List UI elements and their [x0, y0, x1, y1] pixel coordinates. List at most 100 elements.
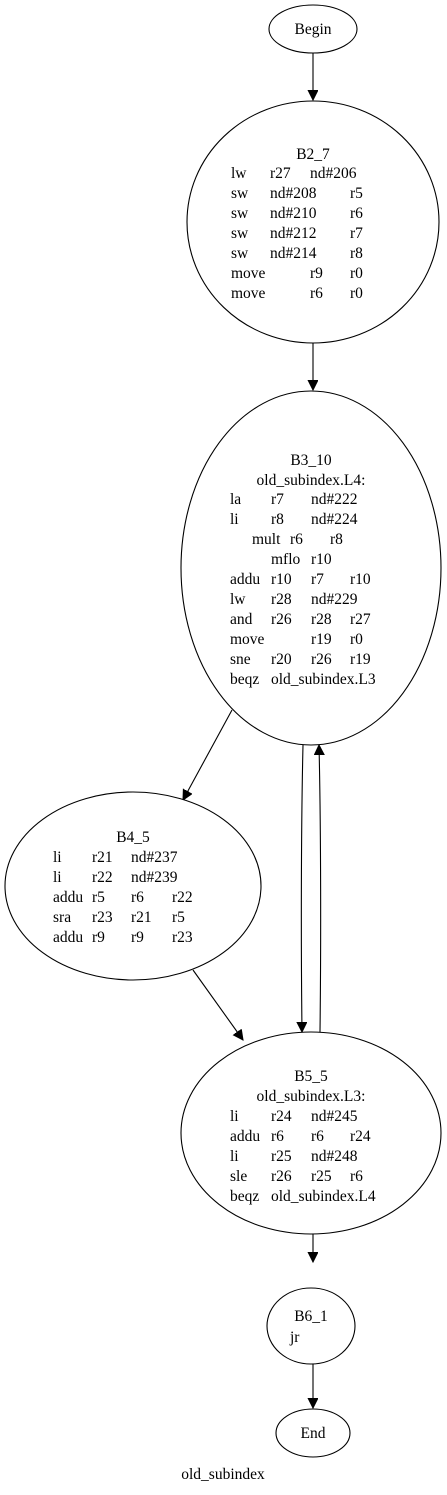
- operand: r6: [310, 285, 323, 302]
- node-b2_7: B2_7 lw r27 nd#206 sw nd#208 r5 sw nd#21…: [186, 100, 440, 344]
- node-end-title: End: [301, 1425, 326, 1442]
- edge-b3_10-to-b5_5: [301, 744, 303, 1032]
- operand: nd#214: [270, 245, 317, 262]
- operand: r23: [92, 909, 113, 926]
- operand: r0: [350, 265, 363, 282]
- operand: nd#224: [311, 511, 358, 528]
- operand: r22: [92, 869, 113, 886]
- node-b5_5-label: old_subindex.L3:: [257, 1088, 366, 1105]
- operand: r9: [131, 929, 144, 946]
- operand: r26: [311, 651, 332, 668]
- graph-caption: old_subindex: [181, 1466, 265, 1483]
- opcode: sra: [53, 909, 71, 926]
- opcode: sw: [231, 225, 249, 242]
- node-b3_10-label: old_subindex.L4:: [257, 472, 366, 489]
- operand: r7: [311, 571, 324, 588]
- instruction-line: mult r6 r8: [252, 531, 343, 548]
- node-b5_5: B5_5 old_subindex.L3: li r24 nd#245 addu…: [180, 1031, 442, 1235]
- instruction-line: lw r27 nd#206: [231, 165, 357, 182]
- opcode: move: [231, 285, 266, 302]
- instruction-line: lw r28 nd#229: [230, 591, 358, 608]
- operand: r21: [92, 849, 113, 866]
- instruction-line: sw nd#210 r6: [231, 205, 363, 222]
- edge-b4_5-to-b5_5: [192, 969, 243, 1040]
- instruction-line: beqz old_subindex.L3: [230, 671, 376, 688]
- opcode: addu: [53, 889, 83, 906]
- operand: r25: [271, 1148, 292, 1165]
- operand: r23: [172, 929, 193, 946]
- edge-b3_10-to-b4_5: [183, 709, 233, 800]
- opcode: sw: [231, 245, 249, 262]
- instruction-line: and r26 r28 r27: [230, 611, 371, 628]
- opcode: mult: [252, 531, 281, 548]
- opcode: li: [230, 511, 239, 528]
- operand: r28: [311, 611, 332, 628]
- instruction-line: move r9 r0: [231, 265, 363, 282]
- opcode: addu: [230, 571, 260, 588]
- opcode: move: [231, 265, 266, 282]
- node-b2_7-title: B2_7: [296, 146, 330, 163]
- node-b2_7-instructions: lw r27 nd#206 sw nd#208 r5 sw nd#210 r6 …: [231, 165, 363, 302]
- operand: r22: [172, 889, 193, 906]
- operand: nd#206: [310, 165, 357, 182]
- opcode: move: [230, 631, 265, 648]
- operand: r10: [311, 551, 332, 568]
- instruction-line: mflo r10: [271, 551, 332, 568]
- operand: r8: [271, 511, 284, 528]
- edges: [183, 53, 321, 1408]
- operand: r24: [350, 1128, 371, 1145]
- instruction-line: li r21 nd#237: [53, 849, 178, 866]
- instruction-line: addu r10 r7 r10: [230, 571, 371, 588]
- node-begin-title: Begin: [294, 21, 331, 38]
- operand: r0: [350, 285, 363, 302]
- operand: nd#239: [131, 869, 178, 886]
- operand: nd#229: [311, 591, 358, 608]
- operand: r7: [271, 491, 284, 508]
- instruction-line: sw nd#212 r7: [231, 225, 363, 242]
- node-begin: Begin: [268, 4, 358, 54]
- node-b3_10: B3_10 old_subindex.L4: la r7 nd#222 li r…: [180, 390, 442, 746]
- opcode: lw: [230, 591, 246, 608]
- operand: r5: [92, 889, 105, 906]
- operand: r6: [350, 205, 363, 222]
- operand: r19: [311, 631, 332, 648]
- operand: r5: [350, 185, 363, 202]
- instruction-line: li r8 nd#224: [230, 511, 358, 528]
- operand: nd#245: [311, 1108, 358, 1125]
- operand: r21: [131, 909, 152, 926]
- opcode: sle: [230, 1168, 247, 1185]
- operand: nd#210: [270, 205, 317, 222]
- operand: r6: [271, 1128, 284, 1145]
- instruction-line: addu r9 r9 r23: [53, 929, 193, 946]
- node-b6_1: B6_1 jr: [266, 1287, 356, 1365]
- instruction-line: addu r5 r6 r22: [53, 889, 193, 906]
- node-b4_5-title: B4_5: [116, 829, 150, 846]
- operand: r10: [271, 571, 292, 588]
- operand: r20: [271, 651, 292, 668]
- node-b5_5-instructions: li r24 nd#245 addu r6 r6 r24 li r25 nd#2…: [230, 1108, 376, 1205]
- instruction-line: move r6 r0: [231, 285, 363, 302]
- instruction-line: li r24 nd#245: [230, 1108, 358, 1125]
- operand: r24: [271, 1108, 292, 1125]
- opcode: sw: [231, 185, 249, 202]
- operand: r9: [310, 265, 323, 282]
- node-b6_1-instruction: jr: [289, 1329, 300, 1346]
- opcode: addu: [53, 929, 83, 946]
- instruction-line: move r19 r0: [230, 631, 363, 648]
- operand: r8: [330, 531, 343, 548]
- opcode: sne: [230, 651, 251, 668]
- operand: old_subindex.L3: [271, 671, 376, 688]
- edge-b5_5-to-b3_10: [319, 745, 321, 1033]
- operand: r27: [270, 165, 291, 182]
- operand: nd#208: [270, 185, 317, 202]
- node-b4_5: B4_5 li r21 nd#237 li r22 nd#239 addu r5…: [4, 791, 262, 981]
- operand: r8: [350, 245, 363, 262]
- operand: r10: [350, 571, 371, 588]
- opcode: beqz: [230, 671, 259, 688]
- instruction-line: sra r23 r21 r5: [53, 909, 185, 926]
- opcode: beqz: [230, 1188, 259, 1205]
- instruction-line: beqz old_subindex.L4: [230, 1188, 376, 1205]
- opcode: sw: [231, 205, 249, 222]
- operand: r7: [350, 225, 363, 242]
